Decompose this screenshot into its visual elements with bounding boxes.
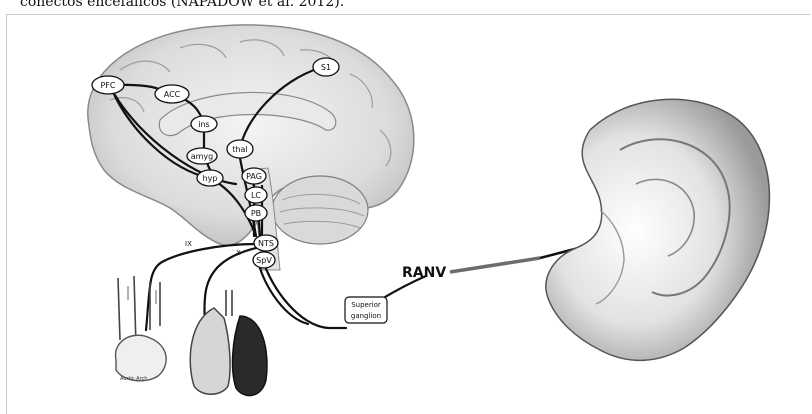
- aortic-arch-label: Aortic Arch: [120, 376, 147, 382]
- svg-text:PAG: PAG: [246, 172, 262, 181]
- lungs-illustration: [190, 290, 267, 396]
- svg-text:ins: ins: [198, 120, 209, 129]
- node-amyg: amyg: [187, 148, 217, 164]
- node-s1: S1: [313, 58, 339, 76]
- svg-text:NTS: NTS: [258, 239, 274, 248]
- node-nts: NTS: [254, 235, 278, 251]
- node-acc: ACC: [155, 85, 189, 103]
- svg-text:thal: thal: [232, 145, 247, 154]
- node-pfc: PFC: [92, 76, 124, 94]
- nerve-ix-label: IX: [185, 240, 192, 248]
- ear-illustration: [546, 99, 770, 360]
- node-thal: thal: [227, 140, 253, 158]
- node-lc: LC: [245, 187, 267, 203]
- svg-text:hyp: hyp: [203, 174, 218, 183]
- node-pag: PAG: [242, 168, 266, 184]
- svg-text:ACC: ACC: [164, 90, 181, 99]
- node-spv: SpV: [253, 252, 275, 268]
- node-ins: ins: [191, 116, 217, 132]
- svg-text:PFC: PFC: [100, 81, 115, 90]
- svg-text:PB: PB: [251, 209, 261, 218]
- svg-text:Superior: Superior: [351, 301, 381, 309]
- svg-text:SpV: SpV: [256, 256, 272, 265]
- superior-ganglion-box: Superior ganglion: [345, 297, 387, 323]
- nerve-x-label: X: [236, 249, 241, 257]
- svg-text:S1: S1: [321, 63, 331, 72]
- node-pb: PB: [245, 205, 267, 221]
- ranv-label: RANV: [402, 265, 446, 281]
- svg-text:amyg: amyg: [191, 152, 214, 161]
- aortic-arch-illustration: [116, 276, 167, 381]
- svg-text:LC: LC: [251, 191, 261, 200]
- ranv-segment-grey: [450, 258, 540, 272]
- node-hyp: hyp: [197, 170, 223, 186]
- svg-text:ganglion: ganglion: [351, 312, 381, 320]
